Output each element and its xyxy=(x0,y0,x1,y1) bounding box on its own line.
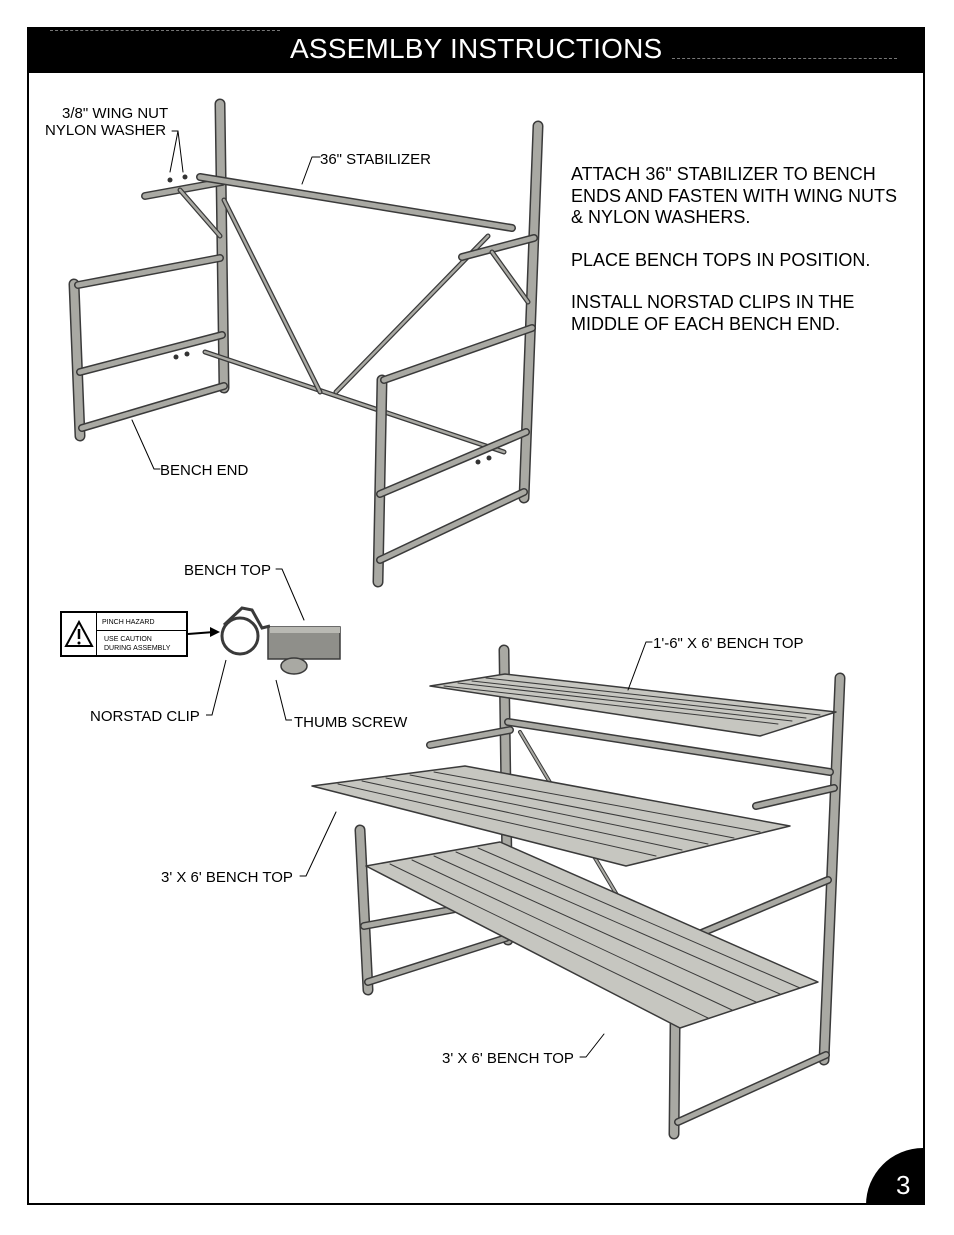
instruction-step-1: ATTACH 36" STABILIZER TO BENCH ENDS AND … xyxy=(571,164,898,227)
instruction-step-3: INSTALL NORSTAD CLIPS IN THE MIDDLE OF E… xyxy=(571,292,855,334)
label-nylon-washer: NYLON WASHER xyxy=(45,122,167,139)
pinch-hazard-label: PINCH HAZARD USE CAUTION DURING ASSEMBLY xyxy=(60,611,188,657)
page-title: ASSEMLBY INSTRUCTIONS xyxy=(290,33,663,64)
instruction-step-2: PLACE BENCH TOPS IN POSITION. xyxy=(571,249,871,270)
warning-rule xyxy=(96,630,188,631)
warning-line-1: USE CAUTION xyxy=(104,636,152,643)
header-dash-left xyxy=(50,30,280,31)
header-dash-right xyxy=(672,58,897,59)
top-diagram xyxy=(68,98,544,621)
warning-triangle-icon xyxy=(64,619,94,647)
label-stabilizer: 36" STABILIZER xyxy=(320,151,431,168)
warning-title: PINCH HAZARD xyxy=(102,619,155,626)
clip-detail xyxy=(187,606,341,721)
header-bar xyxy=(27,27,925,73)
label-wing-nut: 3/8" WING NUT xyxy=(62,105,169,122)
label-thumb-screw: THUMB SCREW xyxy=(294,714,408,731)
label-bench-top-3x6-lower: 3' X 6' BENCH TOP xyxy=(442,1050,574,1067)
warning-line-2: DURING ASSEMBLY xyxy=(104,645,171,652)
label-bench-top: BENCH TOP xyxy=(184,562,271,579)
label-bench-top-3x6-upper: 3' X 6' BENCH TOP xyxy=(161,869,293,886)
instructions-text: ATTACH 36" STABILIZER TO BENCH ENDS AND … xyxy=(571,164,911,356)
label-bench-end: BENCH END xyxy=(160,462,249,479)
label-norstad-clip: NORSTAD CLIP xyxy=(90,708,200,725)
warning-text: USE CAUTION DURING ASSEMBLY xyxy=(104,635,170,653)
label-bench-top-1-6x6: 1'-6" X 6' BENCH TOP xyxy=(653,635,804,652)
warning-divider xyxy=(96,613,97,655)
page-number: 3 xyxy=(896,1170,911,1200)
bottom-diagram xyxy=(299,641,846,1140)
